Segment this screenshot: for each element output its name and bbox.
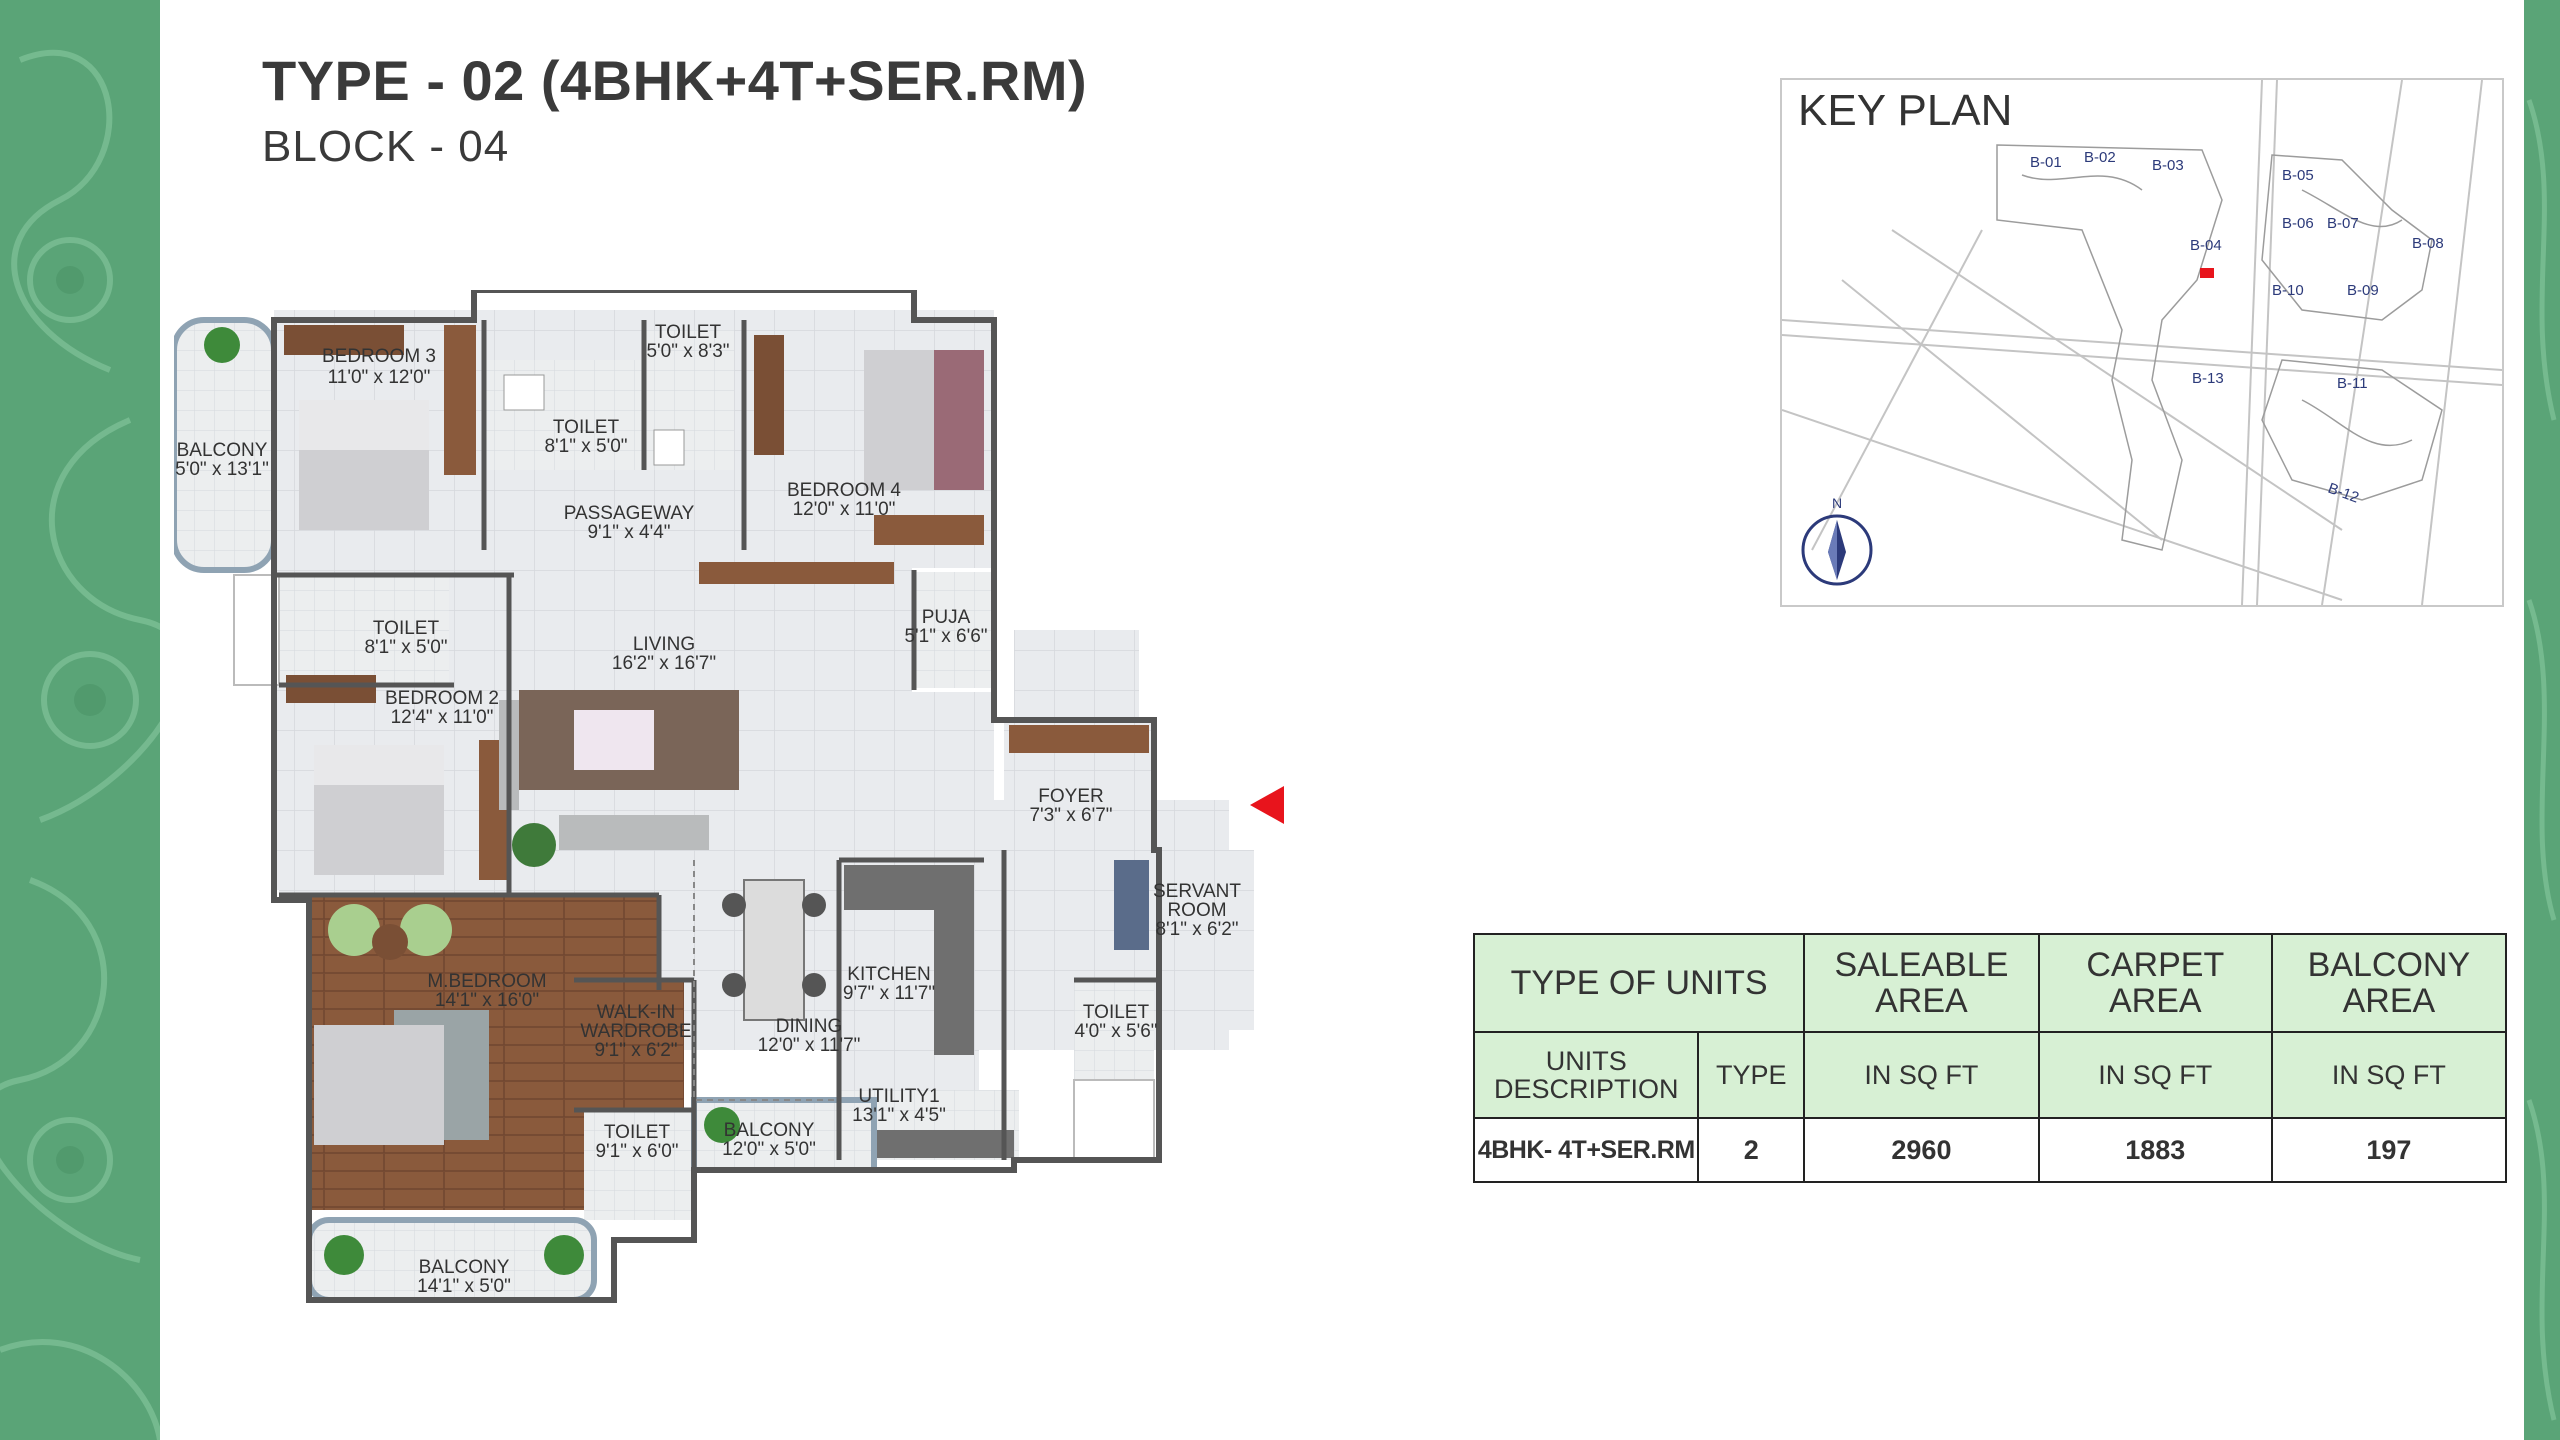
key-plan: B-01 B-02 B-03 B-04 B-05 B-06 B-07 B-08 … xyxy=(1780,78,2504,607)
cell-saleable: 2960 xyxy=(1803,1117,2040,1183)
label-living: LIVING xyxy=(633,634,695,655)
block-label-5: B-05 xyxy=(2282,167,2314,184)
size-living: 16'2" x 16'7" xyxy=(612,653,716,674)
block-label-9: B-09 xyxy=(2347,282,2379,299)
size-kitchen: 9'7" x 11'7" xyxy=(843,983,935,1004)
block-label-8: B-08 xyxy=(2412,235,2444,252)
label-balcony-dining: BALCONY xyxy=(724,1120,815,1141)
subheader-saleable-unit: IN SQ FT xyxy=(1803,1031,2040,1119)
block-label-2: B-02 xyxy=(2084,149,2116,166)
size-utility: 13'1" x 4'5" xyxy=(852,1105,946,1126)
label-walkin-2: WARDROBE xyxy=(580,1021,691,1042)
label-foyer: FOYER xyxy=(1038,786,1103,807)
block-label-3: B-03 xyxy=(2152,157,2184,174)
decorative-border-right xyxy=(2524,0,2560,1440)
block-label-13: B-13 xyxy=(2192,370,2224,387)
label-kitchen: KITCHEN xyxy=(847,964,930,985)
page-title: TYPE - 02 (4BHK+4T+SER.RM) xyxy=(262,49,1088,112)
size-m-bedroom: 14'1" x 16'0" xyxy=(435,990,539,1011)
label-toilet-servant: TOILET xyxy=(1083,1002,1150,1023)
label-passageway: PASSAGEWAY xyxy=(564,503,695,524)
block-label-7: B-07 xyxy=(2327,215,2359,232)
label-m-bedroom: M.BEDROOM xyxy=(427,971,546,992)
size-bedroom2: 12'4" x 11'0" xyxy=(391,707,494,728)
label-bedroom3: BEDROOM 3 xyxy=(322,346,436,367)
size-passageway: 9'1" x 4'4" xyxy=(587,522,670,543)
table-subheader-row: UNITS DESCRIPTION TYPE IN SQ FT IN SQ FT… xyxy=(1472,1031,2508,1119)
key-plan-map: B-01 B-02 B-03 B-04 B-05 B-06 B-07 B-08 … xyxy=(1782,80,2502,605)
size-toilet-mid: 8'1" x 5'0" xyxy=(364,637,447,658)
key-plan-title: KEY PLAN xyxy=(1798,86,2013,135)
block-label-10: B-10 xyxy=(2272,282,2304,299)
block-label-6: B-06 xyxy=(2282,215,2314,232)
cell-description: 4BHK- 4T+SER.RM xyxy=(1472,1117,1700,1183)
size-toilet-master: 9'1" x 6'0" xyxy=(595,1141,678,1162)
brochure-page: TYPE - 02 (4BHK+4T+SER.RM) BLOCK - 04 xyxy=(160,0,2524,1440)
table-row: 4BHK- 4T+SER.RM 2 2960 1883 197 xyxy=(1472,1117,2508,1183)
size-bedroom3: 11'0" x 12'0" xyxy=(328,367,431,388)
size-servant-room: 8'1" x 6'2" xyxy=(1155,919,1238,940)
block-label-11: B-11 xyxy=(2337,375,2368,392)
header-carpet-area: CARPET AREA xyxy=(2037,933,2273,1033)
cell-type: 2 xyxy=(1697,1117,1806,1183)
north-compass-icon: N xyxy=(1801,495,1873,586)
cell-carpet: 1883 xyxy=(2037,1117,2273,1183)
label-servant-room-2: ROOM xyxy=(1167,900,1226,921)
label-walkin: WALK-IN xyxy=(597,1002,675,1023)
block-label-12: B-12 xyxy=(2326,480,2362,507)
header-balcony-area: BALCONY AREA xyxy=(2270,933,2508,1033)
label-balcony-master: BALCONY xyxy=(419,1257,510,1278)
header-carpet-line1: CARPET xyxy=(2086,946,2225,984)
subheader-carpet-unit: IN SQ FT xyxy=(2037,1031,2273,1119)
size-toilet-top: 8'1" x 5'0" xyxy=(544,436,627,457)
size-walkin: 9'1" x 6'2" xyxy=(594,1040,677,1061)
size-puja: 5'1" x 6'6" xyxy=(904,626,987,647)
table-header-row: TYPE OF UNITS SALEABLE AREA CARPET AREA … xyxy=(1472,933,2508,1033)
entry-arrow-icon xyxy=(1250,786,1284,824)
label-toilet-mid: TOILET xyxy=(373,618,440,639)
decorative-border-left xyxy=(0,0,160,1440)
subheader-units-line2: DESCRIPTION xyxy=(1493,1074,1679,1104)
header-saleable-line2: AREA xyxy=(1875,982,1968,1020)
header-saleable-area: SALEABLE AREA xyxy=(1803,933,2040,1033)
label-bedroom4: BEDROOM 4 xyxy=(787,480,901,501)
label-puja: PUJA xyxy=(922,607,971,628)
size-balcony-master: 14'1" x 5'0" xyxy=(417,1276,511,1297)
label-servant-room: SERVANT xyxy=(1153,881,1241,902)
label-toilet-master: TOILET xyxy=(604,1122,671,1143)
subheader-type: TYPE xyxy=(1697,1031,1806,1119)
area-table: TYPE OF UNITS SALEABLE AREA CARPET AREA … xyxy=(1472,933,2508,1183)
size-toilet-servant: 4'0" x 5'6" xyxy=(1074,1021,1157,1042)
block-subtitle: BLOCK - 04 xyxy=(262,122,510,171)
label-toilet-top-right: TOILET xyxy=(655,322,722,343)
header-balcony-line1: BALCONY xyxy=(2307,946,2471,984)
cell-balcony: 197 xyxy=(2270,1117,2508,1183)
subheader-balcony-unit: IN SQ FT xyxy=(2270,1031,2508,1119)
size-toilet-top-right: 5'0" x 8'3" xyxy=(646,341,729,362)
label-balcony-left: BALCONY xyxy=(177,440,268,461)
header-carpet-line2: AREA xyxy=(2108,982,2202,1020)
label-utility: UTILITY1 xyxy=(858,1086,939,1107)
header-balcony-line2: AREA xyxy=(2342,982,2436,1020)
label-toilet-top: TOILET xyxy=(553,417,620,438)
size-balcony-left: 5'0" x 13'1" xyxy=(175,459,269,480)
size-dining: 12'0" x 11'7" xyxy=(758,1035,861,1056)
size-foyer: 7'3" x 6'7" xyxy=(1029,805,1112,826)
label-dining: DINING xyxy=(776,1016,843,1037)
subheader-units-line1: UNITS xyxy=(1545,1046,1627,1076)
size-balcony-dining: 12'0" x 5'0" xyxy=(722,1139,816,1160)
floor-plan: BEDROOM 3 11'0" x 12'0" TOILET 5'0" x 8'… xyxy=(174,290,1254,1303)
block-label-1: B-01 xyxy=(2030,154,2062,171)
size-bedroom4: 12'0" x 11'0" xyxy=(793,499,896,520)
label-bedroom2: BEDROOM 2 xyxy=(385,688,499,709)
subheader-units-description: UNITS DESCRIPTION xyxy=(1472,1031,1700,1119)
header-saleable-line1: SALEABLE xyxy=(1834,946,2009,984)
block-label-4: B-04 xyxy=(2190,237,2222,254)
north-label: N xyxy=(1832,495,1842,511)
header-type-of-units: TYPE OF UNITS xyxy=(1472,933,1806,1033)
